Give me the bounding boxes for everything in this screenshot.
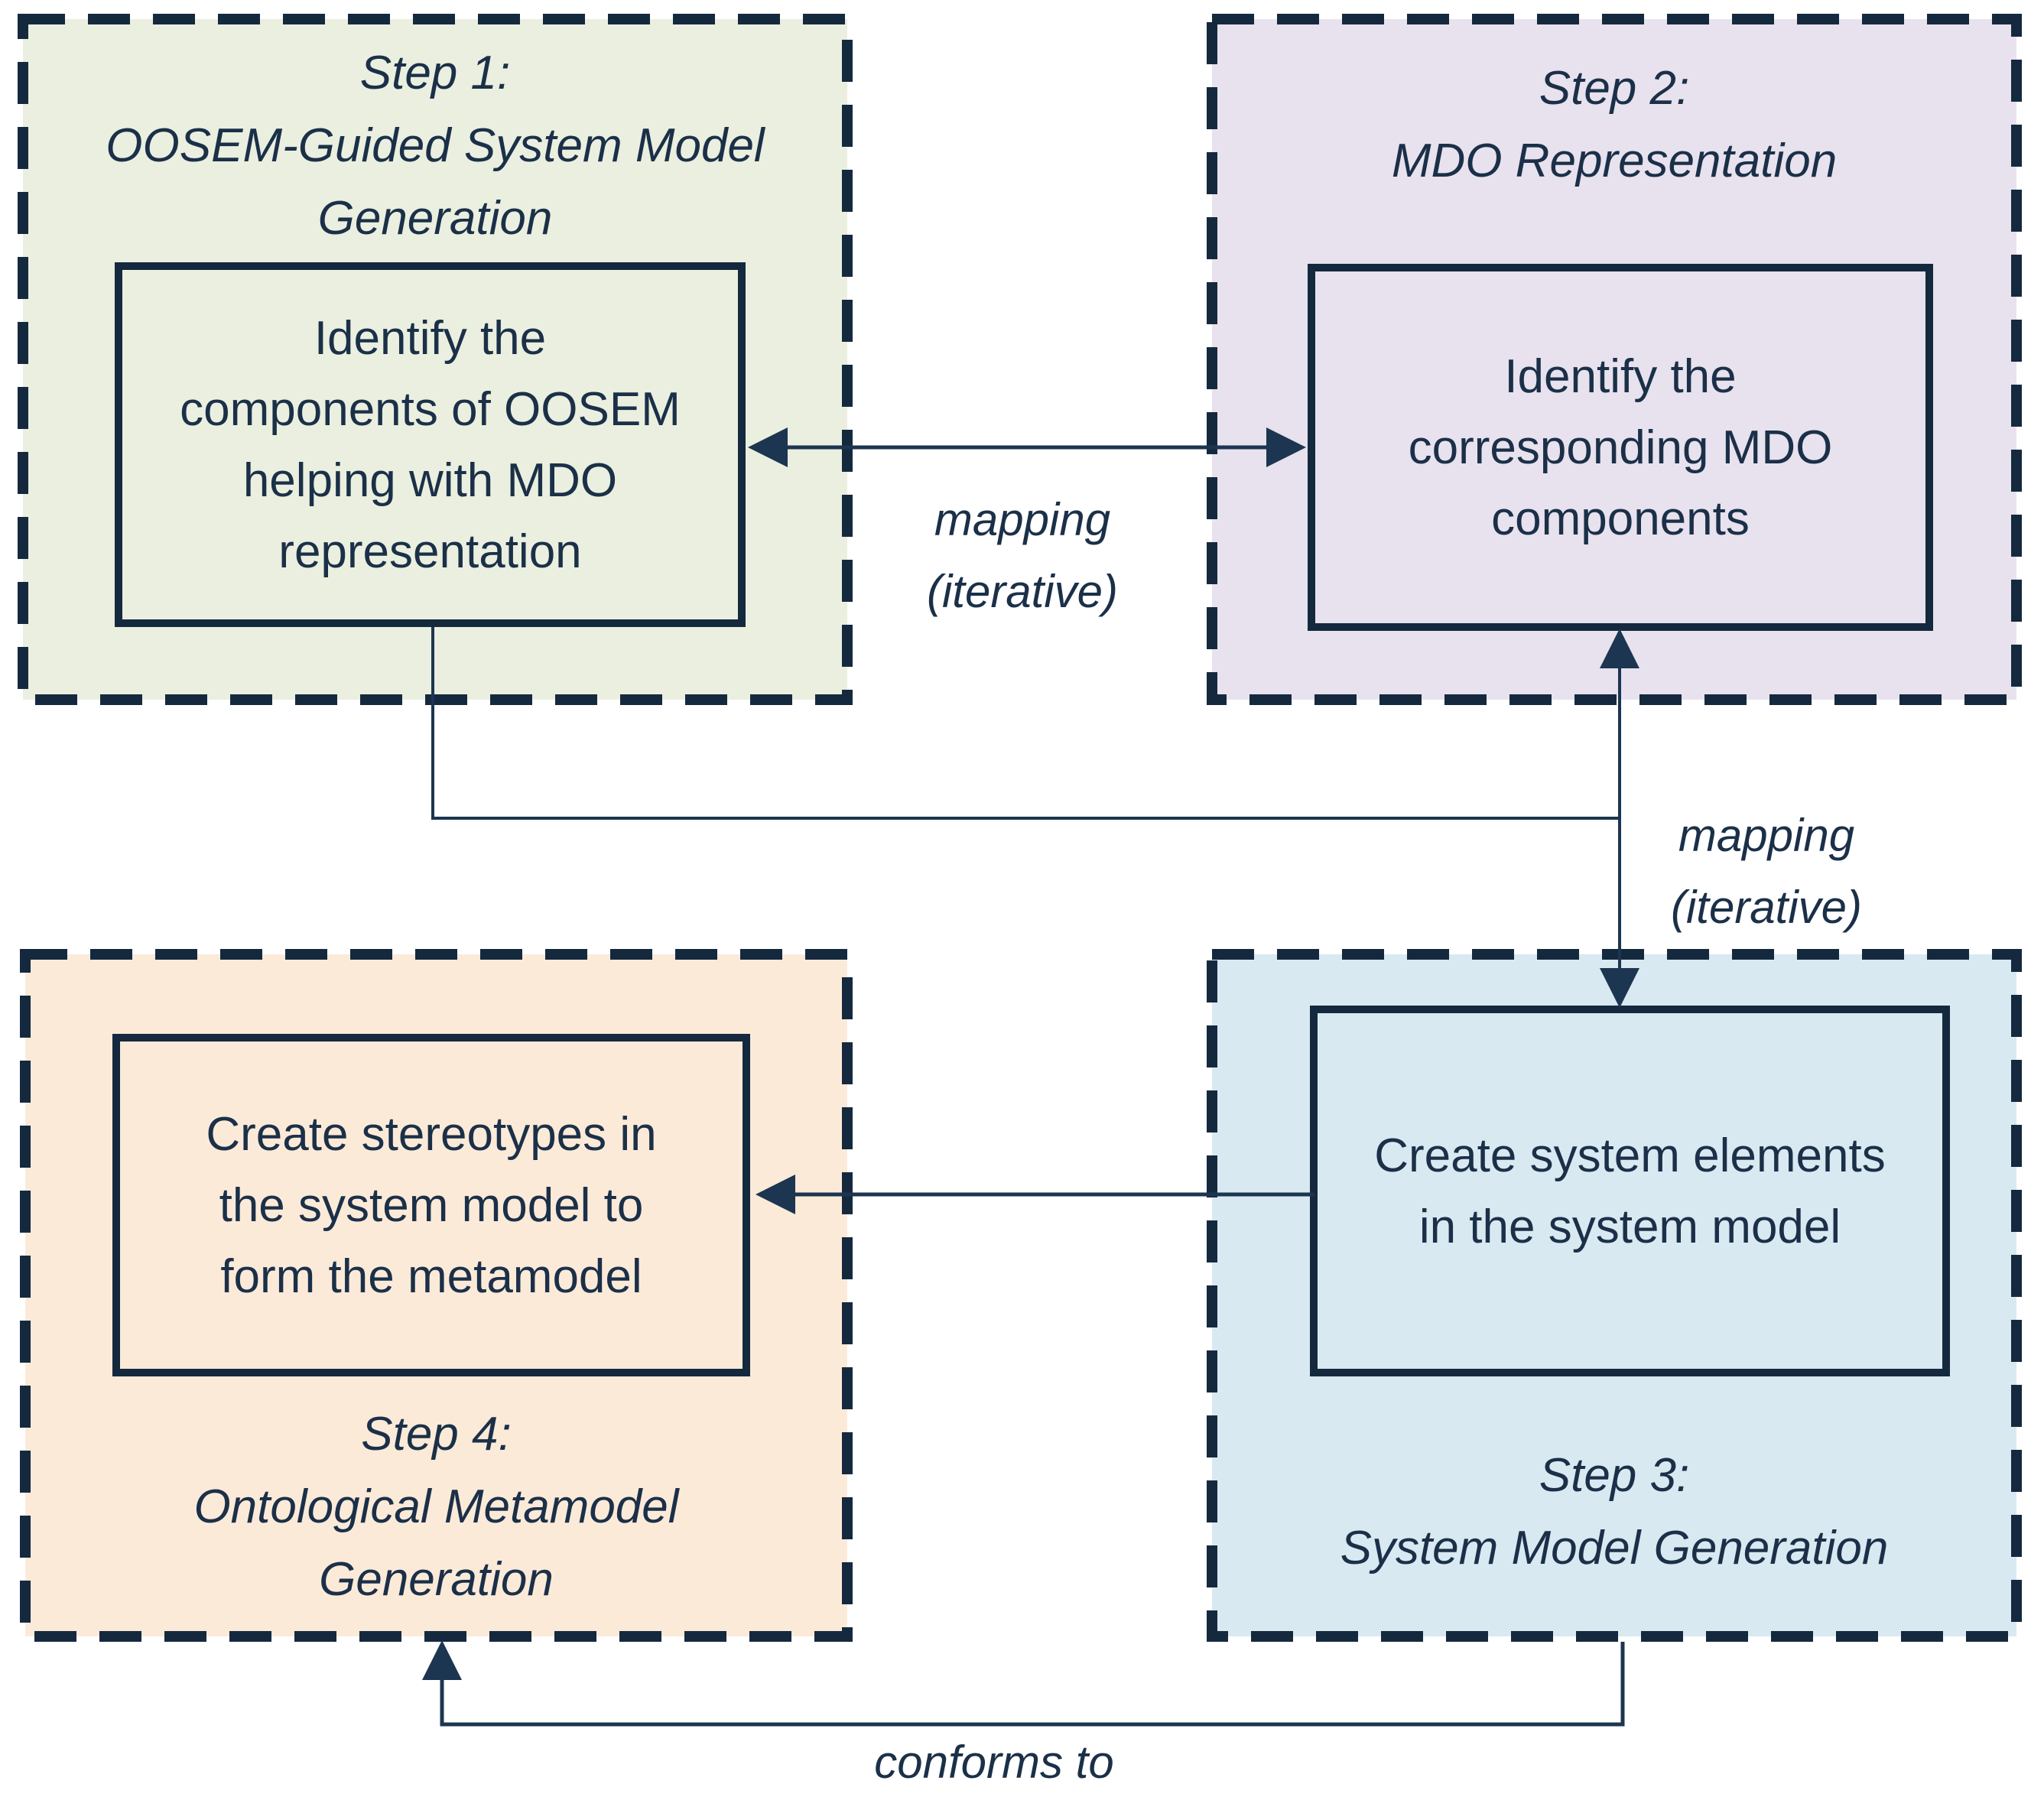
step4-task-box bbox=[112, 1034, 750, 1376]
step4-title: Step 4: Ontological Metamodel Generation bbox=[193, 1408, 679, 1606]
step4-task-text: Create stereotypes in the system model t… bbox=[206, 1107, 657, 1303]
mapping-arrow-right-arrowhead bbox=[1266, 427, 1306, 467]
conforms-to-label: conforms to bbox=[874, 1737, 1114, 1788]
step3-task-box bbox=[1310, 1006, 1950, 1376]
mapping-arrow-left-arrowhead bbox=[748, 427, 788, 467]
mapping-arrow-down-arrowhead bbox=[1600, 968, 1639, 1008]
step1-task-box bbox=[115, 262, 746, 627]
step3-to-step4-arrowhead bbox=[756, 1175, 795, 1214]
step1-title: Step 1: OOSEM-Guided System Model Genera… bbox=[106, 47, 765, 245]
step2-task-box bbox=[1308, 264, 1933, 631]
step3-title: Step 3: System Model Generation bbox=[1340, 1449, 1889, 1574]
step3-task-text: Create system elements in the system mod… bbox=[1374, 1129, 1886, 1253]
step1-to-mapping-elbow-line bbox=[431, 627, 1620, 820]
mapping-label-step1-step2: mapping (iterative) bbox=[926, 494, 1119, 617]
step1-task-text: Identify the components of OOSEM helping… bbox=[180, 311, 681, 578]
step2-title: Step 2: MDO Representation bbox=[1391, 62, 1838, 187]
mapping-label-step2-step3: mapping (iterative) bbox=[1670, 810, 1863, 933]
mapping-arrow-up-arrowhead bbox=[1600, 629, 1639, 668]
step2-task-text: Identify the corresponding MDO component… bbox=[1408, 349, 1833, 545]
conforms-to-arrowhead bbox=[422, 1640, 462, 1680]
conforms-to-elbow-line bbox=[440, 1642, 1625, 1727]
